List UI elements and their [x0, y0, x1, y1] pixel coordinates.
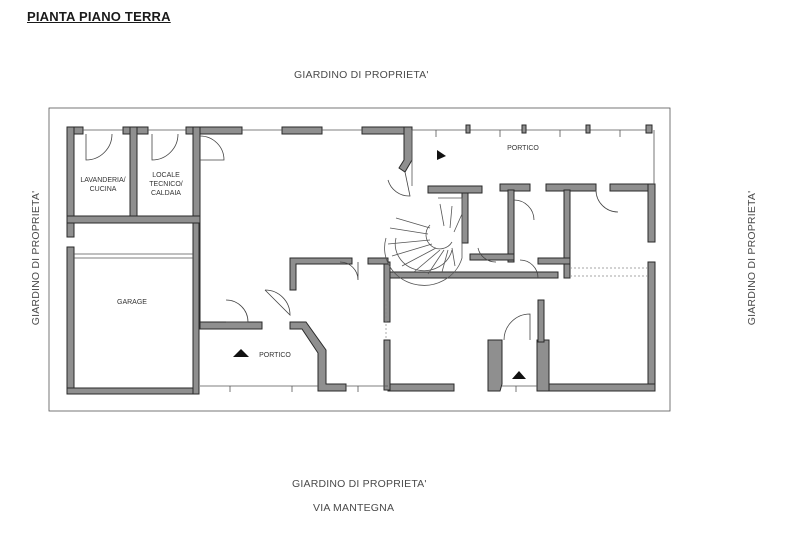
- room-laundry-label: LAVANDERIA/ CUCINA: [80, 177, 126, 193]
- walls: [66, 126, 656, 395]
- spiral-staircase: [384, 197, 463, 286]
- entry-markers: [233, 150, 526, 379]
- page-title: PIANTA PIANO TERRA: [27, 9, 171, 24]
- porch-columns: [465, 124, 653, 134]
- room-technical-label: LOCALE TECNICO/ CALDAIA: [149, 172, 183, 197]
- porch-ticks: [229, 130, 621, 392]
- entry-arrow-top: [437, 150, 446, 160]
- window-marks: [74, 129, 655, 387]
- room-garage-label: GARAGE: [117, 299, 147, 306]
- overhead-lines: [385, 267, 648, 340]
- room-porch-top-label: PORTICO: [507, 145, 539, 152]
- door-swings: [85, 133, 619, 341]
- room-porch-bottom-label: PORTICO: [259, 352, 291, 359]
- garden-bottom-label: GIARDINO DI PROPRIETA': [292, 478, 427, 490]
- plot-boundary: [48, 107, 671, 412]
- entry-arrow-bottom: [512, 371, 526, 379]
- street-label: VIA MANTEGNA: [313, 502, 395, 514]
- entry-arrow-left: [233, 349, 249, 357]
- garden-top-label: GIARDINO DI PROPRIETA': [294, 69, 429, 81]
